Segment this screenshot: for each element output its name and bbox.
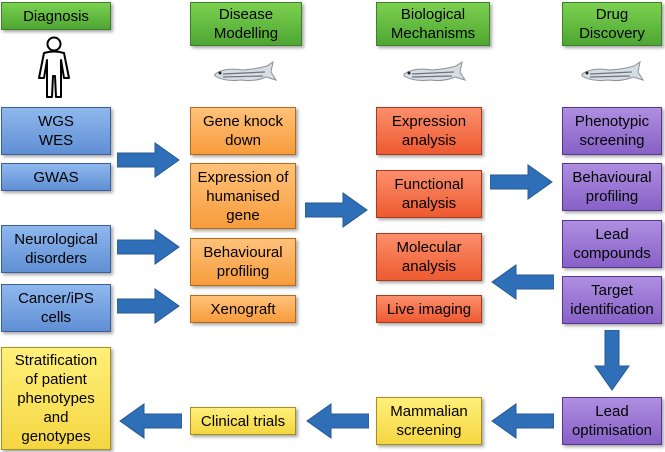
zebrafish-icon	[214, 60, 277, 82]
arrow-right-icon	[490, 164, 553, 200]
box-gwas: GWAS	[1, 163, 111, 191]
box-humanised-gene: Expression of humanised gene	[190, 163, 296, 229]
box-clinical-trials: Clinical trials	[190, 407, 296, 435]
header-disease-modelling: Disease Modelling	[190, 2, 302, 46]
box-stratification: Stratification of patient phenotypes and…	[1, 347, 111, 450]
box-behavioural-profiling-model: Behavioural profiling	[190, 238, 296, 286]
header-drug-discovery: Drug Discovery	[562, 2, 662, 46]
box-gene-knockdown: Gene knock down	[190, 107, 296, 155]
header-diagnosis: Diagnosis	[1, 2, 111, 30]
box-xenograft: Xenograft	[190, 295, 296, 323]
box-neurological-disorders: Neurological disorders	[1, 225, 111, 273]
header-biological-mechanisms: Biological Mechanisms	[376, 2, 490, 46]
zebrafish-icon	[581, 60, 644, 82]
zebrafish-icon	[403, 60, 466, 82]
arrow-right-icon	[117, 288, 180, 324]
box-functional-analysis: Functional analysis	[376, 170, 482, 218]
arrow-right-icon	[117, 142, 180, 178]
arrow-right-icon	[305, 192, 368, 228]
arrow-left-icon	[306, 403, 369, 439]
box-target-identification: Target identification	[562, 276, 662, 324]
human-figure-icon	[38, 36, 70, 98]
box-cancer-ips-cells: Cancer/iPS cells	[1, 284, 111, 332]
box-expression-analysis: Expression analysis	[376, 107, 482, 155]
arrow-down-icon	[594, 330, 630, 391]
box-live-imaging: Live imaging	[376, 295, 482, 323]
box-wgs-wes: WGS WES	[1, 107, 111, 155]
box-lead-optimisation: Lead optimisation	[562, 397, 662, 445]
box-lead-compounds: Lead compounds	[562, 220, 662, 268]
arrow-left-icon	[119, 403, 182, 439]
arrow-left-icon	[491, 264, 554, 300]
box-behavioural-profiling-drug: Behavioural profiling	[562, 163, 662, 211]
box-molecular-analysis: Molecular analysis	[376, 233, 482, 281]
arrow-right-icon	[117, 229, 180, 265]
box-mammalian-screening: Mammalian screening	[376, 397, 482, 445]
box-phenotypic-screening: Phenotypic screening	[562, 107, 662, 155]
arrow-left-icon	[491, 403, 554, 439]
